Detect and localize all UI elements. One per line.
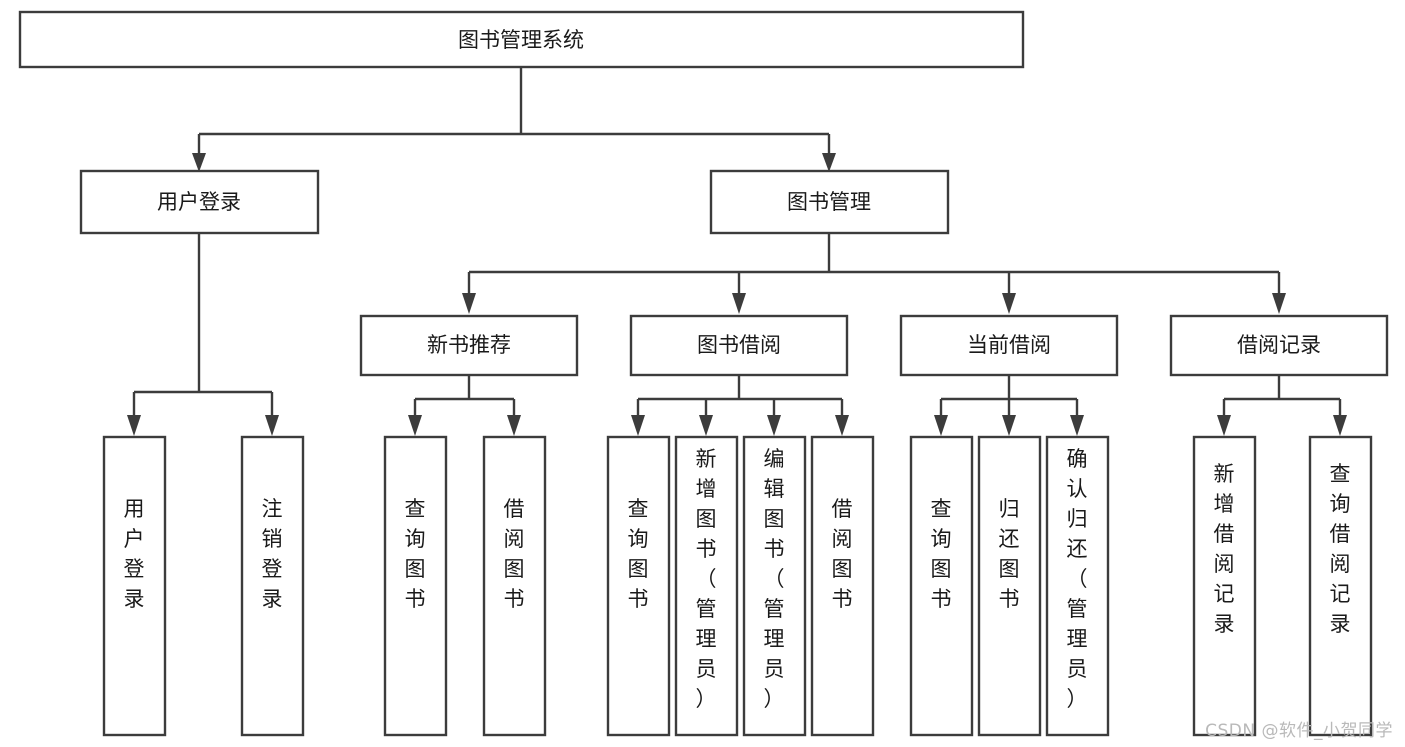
node-current-borrow-label: 当前借阅 — [967, 333, 1051, 357]
arrow-root-to-user-login — [192, 153, 206, 172]
leaf-br-query[interactable]: 查询借阅记录 — [1308, 435, 1373, 737]
leaf-br-query-box[interactable] — [1308, 435, 1373, 737]
node-current-borrow-box[interactable] — [899, 314, 1119, 377]
node-user-login-label: 用户登录 — [157, 190, 241, 214]
arrow-br-l1 — [1217, 415, 1231, 436]
arrow-bus-to-br — [1272, 293, 1286, 314]
csdn-watermark: CSDN @软件_小贺同学 — [1205, 721, 1393, 741]
leaf-cb-return-box[interactable] — [977, 435, 1042, 737]
arrow-bb-l2 — [699, 415, 713, 436]
leaf-cb-confirm-label: 确认归还（管理员） — [1067, 447, 1088, 711]
leaf-nbr-borrow-box[interactable] — [482, 435, 547, 737]
leaf-user-logout-box[interactable] — [240, 435, 305, 737]
leaf-user-logout-label: 注销登录 — [262, 497, 283, 611]
node-book-borrow[interactable]: 图书借阅 — [629, 314, 849, 377]
leaf-bb-add[interactable]: 新增图书（管理员） — [674, 435, 739, 737]
leaf-bb-add-box[interactable] — [674, 435, 739, 737]
leaf-bb-query[interactable]: 查询图书 — [606, 435, 671, 737]
leaf-nbr-query-label: 查询图书 — [405, 497, 426, 611]
node-root-box[interactable] — [18, 10, 1025, 69]
leaf-bb-query-box[interactable] — [606, 435, 671, 737]
leaf-cb-query-label: 查询图书 — [931, 497, 952, 611]
leaf-bb-borrow[interactable]: 借阅图书 — [810, 435, 875, 737]
node-new-book-recommend[interactable]: 新书推荐 — [359, 314, 579, 377]
leaf-bb-borrow-label: 借阅图书 — [832, 497, 853, 611]
leaf-nbr-borrow-label: 借阅图书 — [504, 497, 525, 611]
arrow-cb-l1 — [934, 415, 948, 436]
arrow-cb-l3 — [1070, 415, 1084, 436]
node-book-borrow-label: 图书借阅 — [697, 333, 781, 357]
leaf-user-login-label: 用户登录 — [124, 497, 145, 611]
arrow-bus-to-cb — [1002, 293, 1016, 314]
arrow-cb-l2 — [1002, 415, 1016, 436]
node-root-label: 图书管理系统 — [458, 28, 584, 52]
arrow-userlogin-l1 — [127, 415, 141, 436]
leaf-cb-query-box[interactable] — [909, 435, 974, 737]
node-new-book-recommend-label: 新书推荐 — [427, 333, 511, 357]
node-user-login-box[interactable] — [79, 169, 320, 235]
arrow-bb-l3 — [767, 415, 781, 436]
node-book-borrow-box[interactable] — [629, 314, 849, 377]
leaf-bb-query-label: 查询图书 — [628, 497, 649, 611]
leaf-bb-edit-box[interactable] — [742, 435, 807, 737]
node-borrow-record-label: 借阅记录 — [1237, 333, 1321, 357]
arrow-nbr-l2 — [507, 415, 521, 436]
arrow-root-to-book-manage — [822, 153, 836, 172]
connectors — [127, 67, 1347, 436]
arrow-bb-l4 — [835, 415, 849, 436]
arrow-nbr-l1 — [408, 415, 422, 436]
node-book-manage-label: 图书管理 — [787, 190, 871, 214]
arrow-bb-l1 — [631, 415, 645, 436]
leaf-cb-confirm-box[interactable] — [1045, 435, 1110, 737]
leaf-nbr-query-box[interactable] — [383, 435, 448, 737]
node-new-book-recommend-box[interactable] — [359, 314, 579, 377]
leaf-bb-edit-label: 编辑图书（管理员） — [764, 447, 785, 711]
leaf-br-query-label: 查询借阅记录 — [1330, 462, 1351, 636]
leaf-bb-edit[interactable]: 编辑图书（管理员） — [742, 435, 807, 737]
leaf-cb-return[interactable]: 归还图书 — [977, 435, 1042, 737]
arrow-userlogin-l2 — [265, 415, 279, 436]
leaf-bb-add-label: 新增图书（管理员） — [696, 447, 717, 711]
leaf-user-login[interactable]: 用户登录 — [102, 435, 167, 737]
leaf-user-login-box[interactable] — [102, 435, 167, 737]
node-user-login[interactable]: 用户登录 — [79, 169, 320, 235]
leaf-cb-confirm[interactable]: 确认归还（管理员） — [1045, 435, 1110, 737]
node-book-manage-box[interactable] — [709, 169, 950, 235]
node-root[interactable]: 图书管理系统 — [18, 10, 1025, 69]
node-current-borrow[interactable]: 当前借阅 — [899, 314, 1119, 377]
arrow-bus-to-nbr — [462, 293, 476, 314]
leaf-user-logout[interactable]: 注销登录 — [240, 435, 305, 737]
node-borrow-record[interactable]: 借阅记录 — [1169, 314, 1389, 377]
arrow-br-l2 — [1333, 415, 1347, 436]
leaf-bb-borrow-box[interactable] — [810, 435, 875, 737]
leaf-nbr-query[interactable]: 查询图书 — [383, 435, 448, 737]
leaf-cb-return-label: 归还图书 — [999, 497, 1020, 611]
leaf-br-add-box[interactable] — [1192, 435, 1257, 737]
node-borrow-record-box[interactable] — [1169, 314, 1389, 377]
leaf-nbr-borrow[interactable]: 借阅图书 — [482, 435, 547, 737]
node-book-manage[interactable]: 图书管理 — [709, 169, 950, 235]
leaf-br-add[interactable]: 新增借阅记录 — [1192, 435, 1257, 737]
arrow-bus-to-bb — [732, 293, 746, 314]
leaf-cb-query[interactable]: 查询图书 — [909, 435, 974, 737]
leaf-br-add-label: 新增借阅记录 — [1214, 462, 1235, 636]
